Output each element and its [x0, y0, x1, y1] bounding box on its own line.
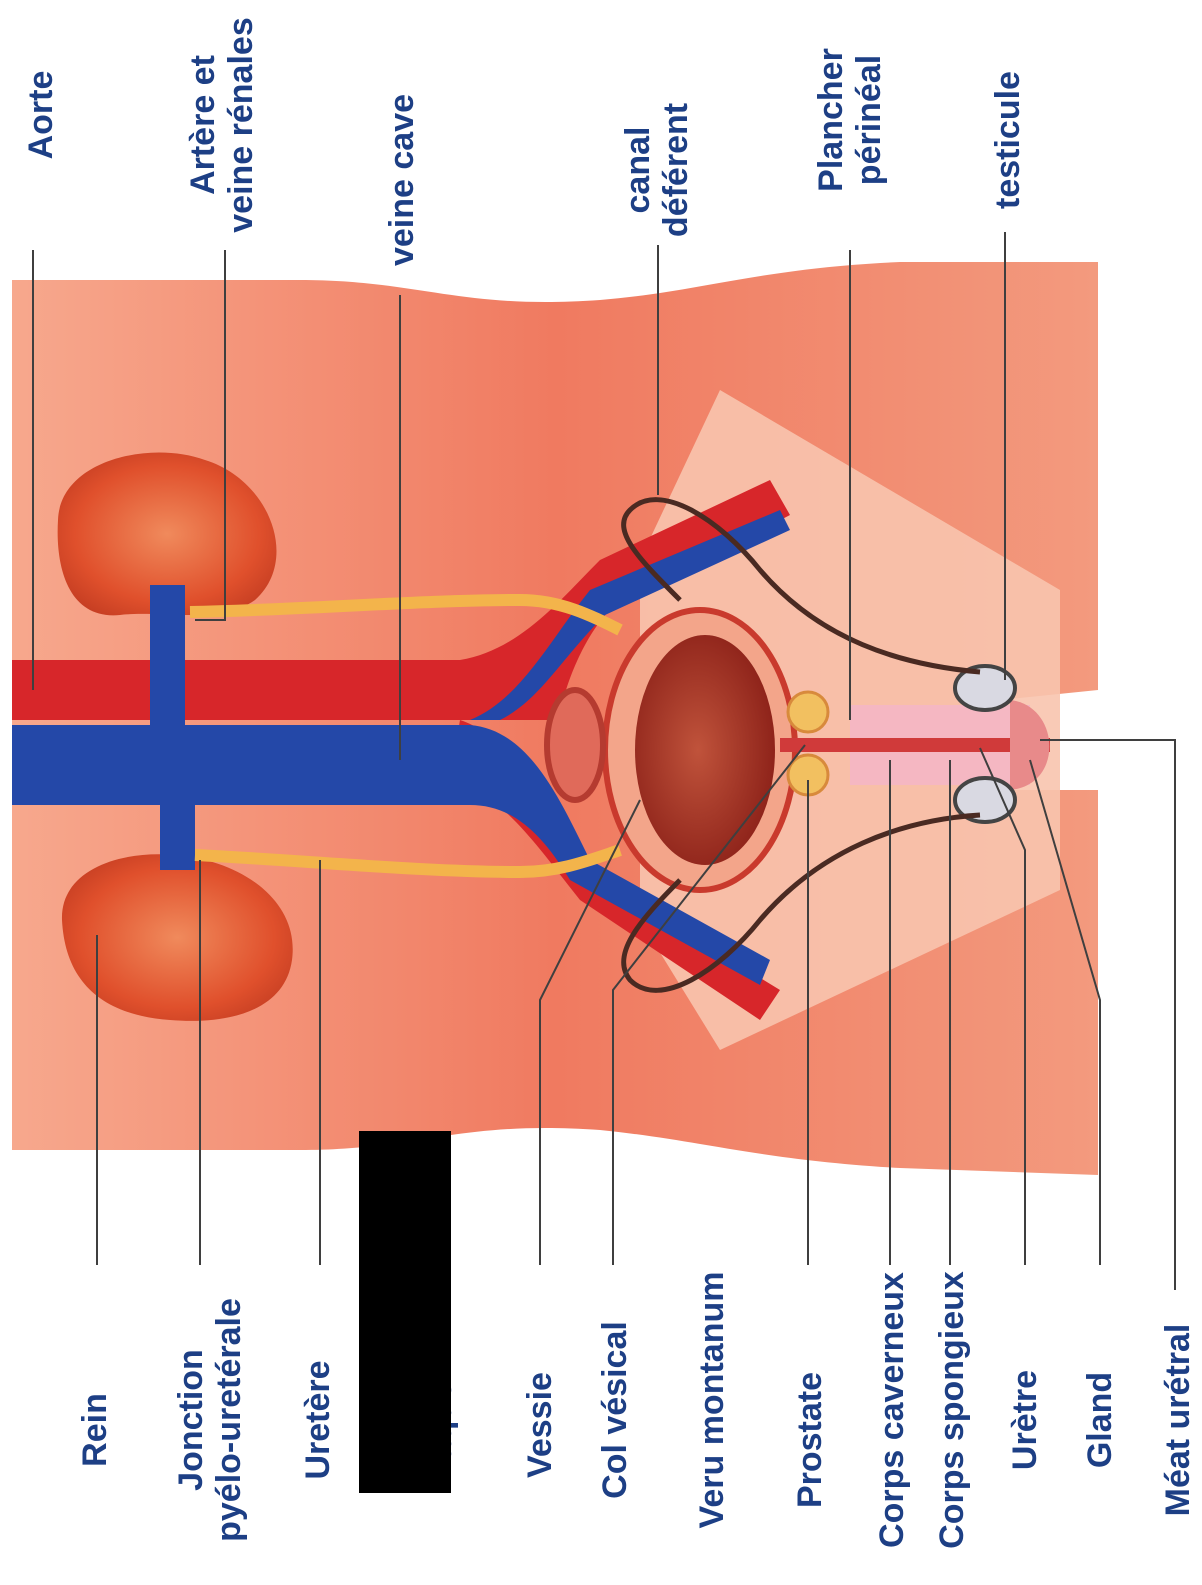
rectum [547, 690, 603, 800]
label-corps-spongieux: Corps spongieux [933, 1271, 971, 1549]
label-uretre: Urètre [1006, 1370, 1044, 1470]
label-rein: Rein [76, 1393, 114, 1467]
prostate-left [788, 692, 828, 732]
urethra [780, 738, 1050, 752]
label-artere-veine-renales: Artère et veine rénales [184, 17, 260, 232]
label-canal-deferent: canal déférent [619, 103, 695, 237]
label-veine-cave: veine cave [383, 94, 421, 266]
label-plancher-perineal: Plancher périnéal [812, 48, 888, 192]
label-corps-caverneux: Corps caverneux [873, 1272, 911, 1548]
bladder-inner [635, 635, 775, 865]
label-prostate: Prostate [791, 1372, 829, 1508]
label-vessie: Vessie [521, 1372, 559, 1478]
label-veru-montanum: Veru montanum [693, 1272, 731, 1529]
label-col-vesical: Col vésical [596, 1321, 634, 1499]
label-gland: Gland [1081, 1372, 1119, 1468]
label-meat-uretral: Méat urétral [1159, 1324, 1197, 1517]
label-uretere: Uretère [299, 1360, 337, 1479]
label-aorte: Aorte [22, 71, 60, 160]
redaction-box [359, 1131, 451, 1493]
renal-vein-left [150, 585, 185, 725]
renal-vein-right [160, 800, 195, 870]
label-testicule: testicule [989, 71, 1027, 209]
label-jonction-pyelo-ureterale: Jonction pyélo-uretérale [172, 1298, 248, 1542]
